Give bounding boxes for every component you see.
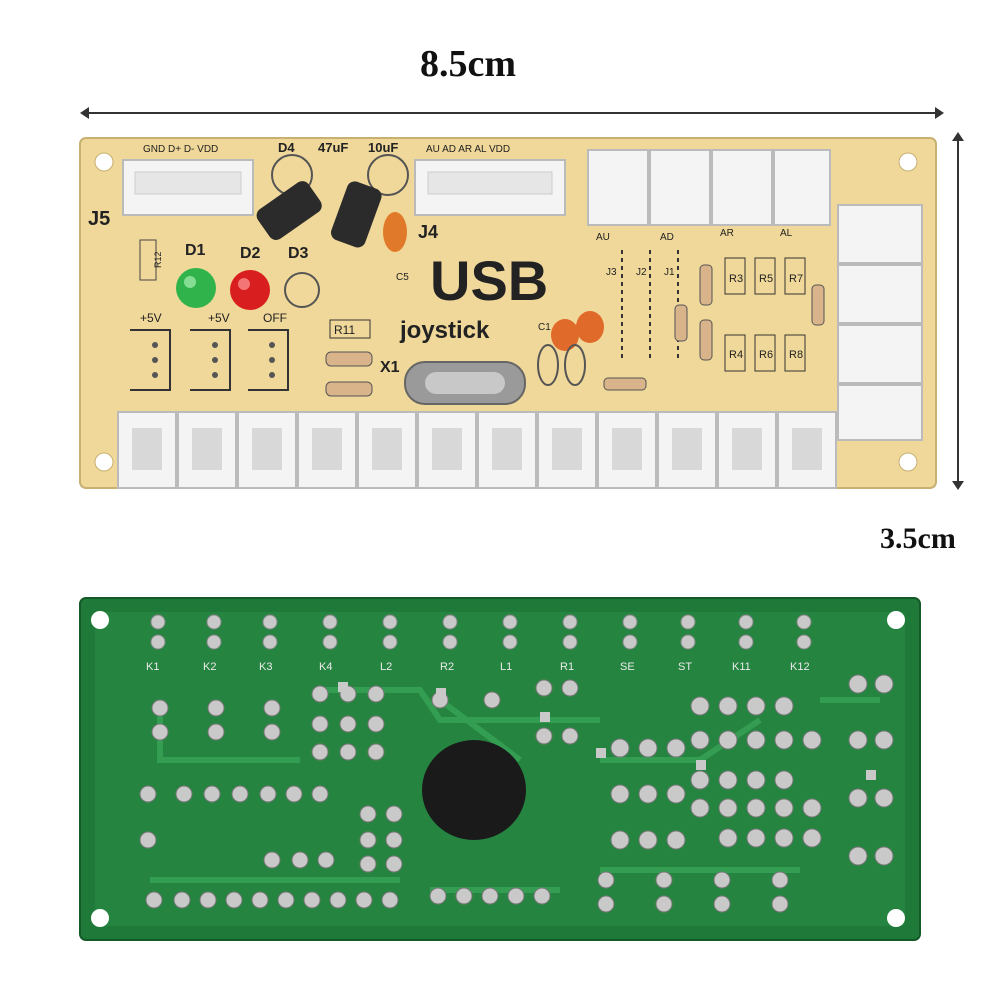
j3-label: J3 [606, 267, 617, 278]
mount-hole [887, 611, 905, 629]
5v-label-b: +5V [208, 311, 230, 325]
top-right-connectors [587, 149, 831, 226]
top-solder-pads [150, 614, 812, 650]
resistor-r11-outline [329, 319, 371, 339]
r11-label: R11 [334, 323, 355, 337]
r12-label: R12 [153, 251, 163, 268]
pad-label-l1: L1 [500, 661, 512, 673]
resistor [699, 319, 713, 361]
ceramic-capacitor [383, 212, 407, 252]
j2-label: J2 [636, 267, 647, 278]
5v-label-a: +5V [140, 311, 162, 325]
j4-pin-labels: AU AD AR AL VDD [426, 144, 510, 155]
pad-label-r2: R2 [440, 661, 454, 673]
mount-hole [91, 909, 109, 927]
capacitor-47uf [256, 181, 322, 240]
resistor [674, 304, 688, 342]
mount-hole [94, 152, 114, 172]
pad-label-se: SE [620, 661, 635, 673]
square-pads [338, 682, 876, 780]
resistor [325, 381, 373, 397]
pad-label-r1: R1 [560, 661, 574, 673]
resistor-label-r7: R7 [789, 273, 803, 285]
cap1-label: 47uF [318, 140, 348, 155]
pad-label-l2: L2 [380, 661, 392, 673]
mount-hole [898, 452, 918, 472]
solder-grid-right [597, 674, 894, 913]
mount-hole [898, 152, 918, 172]
width-arrow [80, 107, 944, 119]
resistor-label-r5: R5 [759, 273, 773, 285]
mount-hole [91, 611, 109, 629]
resistor-label-r8: R8 [789, 349, 803, 361]
usb-label: USB [430, 249, 548, 312]
j5-pin-labels: GND D+ D- VDD [143, 144, 218, 155]
resistor-label-r3: R3 [729, 273, 743, 285]
mount-hole [94, 452, 114, 472]
pad-label-k2: K2 [203, 661, 216, 673]
pad-label-st: ST [678, 661, 692, 673]
ad-label: AD [660, 232, 674, 243]
jumper-traces [621, 250, 679, 360]
j5-label: J5 [88, 208, 110, 230]
pad-label-k1: K1 [146, 661, 159, 673]
c1-label: C1 [538, 322, 551, 333]
d1-label: D1 [185, 242, 206, 259]
resistor-r12 [139, 239, 157, 281]
height-arrow [952, 132, 964, 490]
resistor-label-r6: R6 [759, 349, 773, 361]
d3-label: D3 [288, 245, 309, 262]
d4-label: D4 [278, 140, 295, 155]
joystick-label: joystick [399, 317, 490, 344]
power-jumper-outlines [130, 329, 289, 391]
mount-hole [887, 909, 905, 927]
resistor [325, 351, 373, 367]
j1-label: J1 [664, 267, 675, 278]
c5-label: C5 [396, 272, 409, 283]
ceramic-capacitor [576, 311, 604, 343]
right-side-connectors [837, 204, 923, 441]
d2-label: D2 [240, 245, 261, 262]
ar-label: AR [720, 228, 734, 239]
resistor [603, 377, 647, 391]
width-dimension-label: 8.5cm [420, 43, 517, 85]
resistor-grid [724, 257, 806, 372]
pad-label-k11: K11 [732, 661, 751, 673]
capacitor-10uf [331, 181, 382, 248]
al-label: AL [780, 228, 793, 239]
solder-joints [139, 679, 579, 909]
resistor-label-r4: R4 [729, 349, 743, 361]
au-label: AU [596, 232, 610, 243]
chip-epoxy-blob [422, 740, 526, 840]
resistor [811, 284, 825, 326]
resistor [699, 264, 713, 306]
cap2-label: 10uF [368, 140, 398, 155]
pad-label-k3: K3 [259, 661, 272, 673]
x1-label: X1 [380, 359, 400, 376]
height-dimension-label: 3.5cm [880, 522, 956, 555]
pad-label-k4: K4 [319, 661, 332, 673]
off-label: OFF [263, 311, 287, 325]
j4-label: J4 [418, 222, 438, 242]
pad-label-k12: K12 [790, 661, 810, 673]
ceramic-capacitor [551, 319, 579, 351]
